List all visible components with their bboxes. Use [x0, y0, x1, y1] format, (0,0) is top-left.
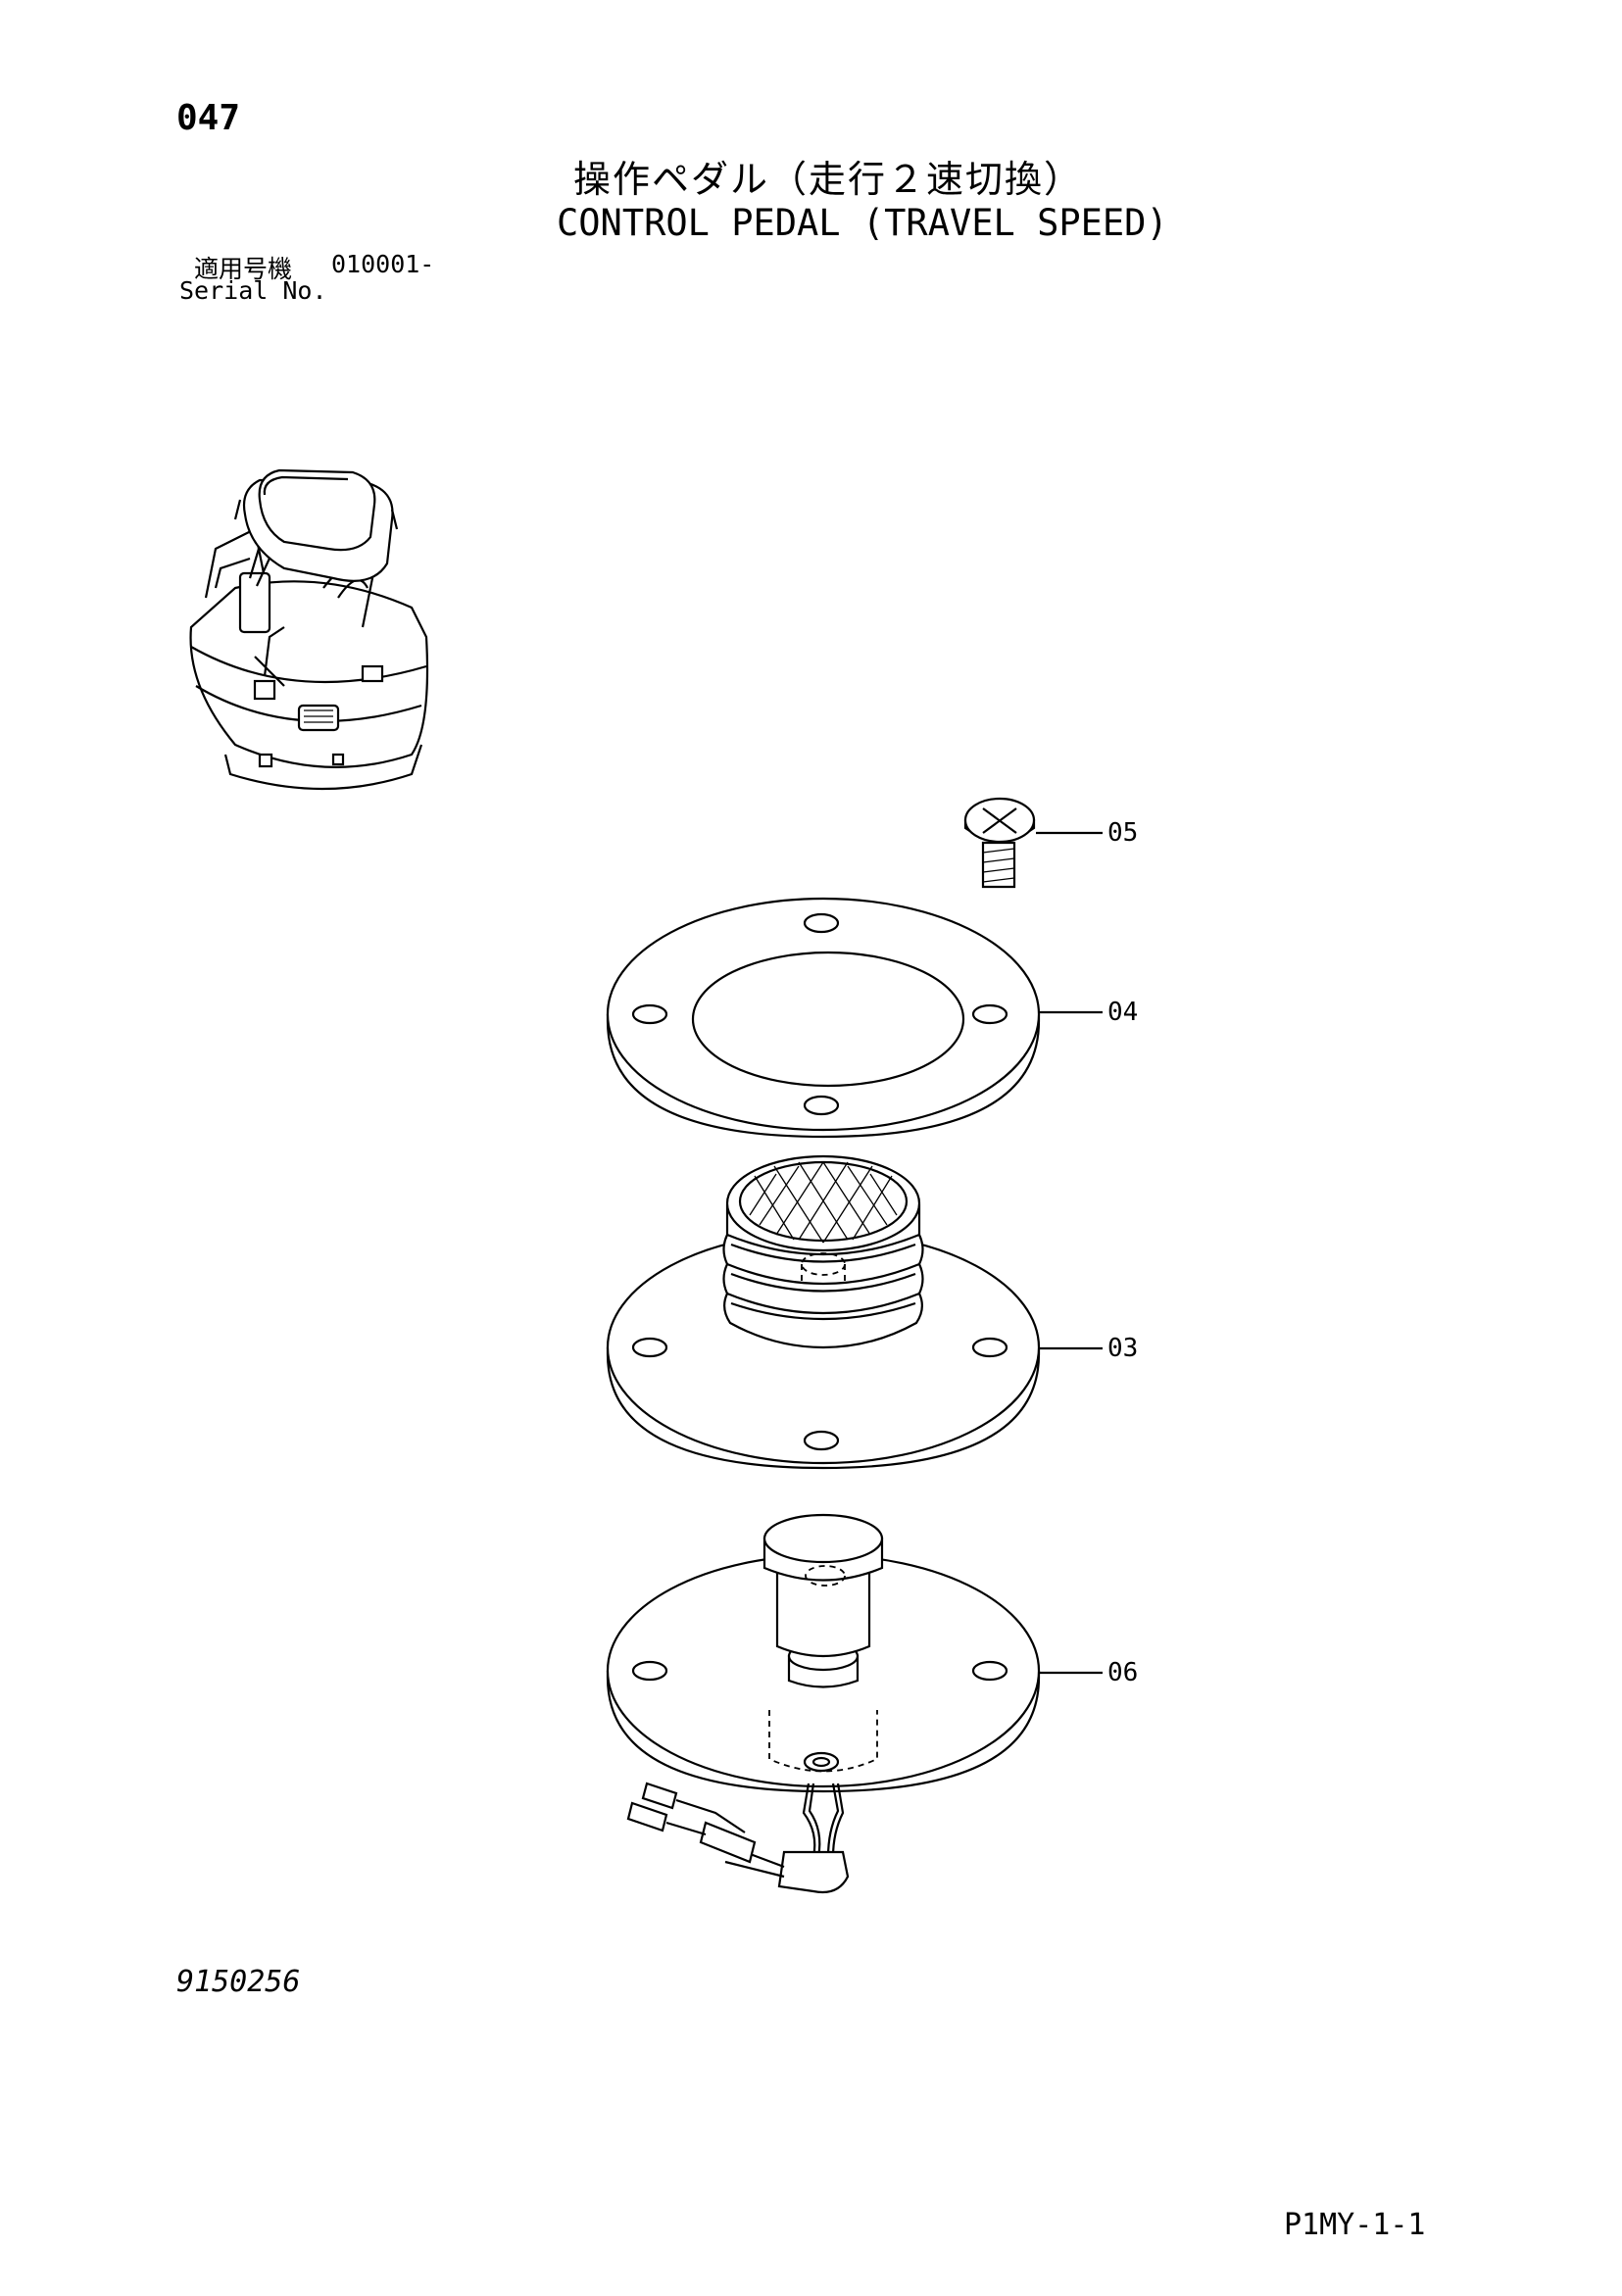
serial-label-english: Serial No. [179, 276, 327, 305]
page-code: P1MY-1-1 [1284, 2208, 1426, 2242]
location-view-illustration [189, 468, 429, 791]
callout-03: 03 [1107, 1334, 1139, 1363]
page-number: 047 [176, 98, 241, 138]
title-japanese: 操作ペダル（走行２速切換） [573, 158, 1084, 201]
serial-label-japanese: 適用号機 [194, 255, 293, 283]
title-english: CONTROL PEDAL (TRAVEL SPEED) [557, 202, 1168, 244]
callout-05: 05 [1107, 818, 1139, 848]
drawing-number: 9150256 [176, 1965, 301, 1999]
part-05-screw [963, 797, 1103, 889]
callout-04: 04 [1107, 998, 1139, 1027]
serial-range: 010001- [331, 250, 435, 278]
callout-06: 06 [1107, 1658, 1139, 1687]
part-04-gasket [606, 897, 1103, 1139]
part-06-pedal-switch [606, 1513, 1103, 1894]
part-03-pedal-boot [606, 1154, 1103, 1470]
